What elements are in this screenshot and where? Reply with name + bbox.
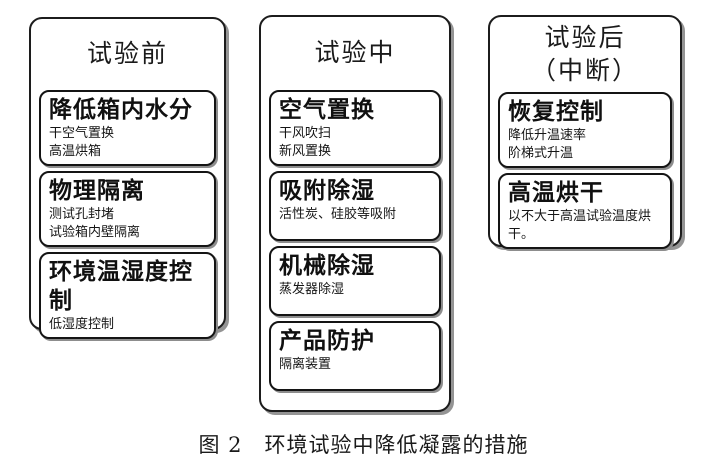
measure-item: 测试孔封堵 <box>49 205 115 221</box>
measure-box-reduce-chamber-moisture: 降低箱内水分 干空气置换 高温烘箱 <box>39 90 216 167</box>
measure-heading: 环境温湿度控制 <box>49 258 193 313</box>
figure-caption: 图 2 环境试验中降低凝露的措施 <box>198 433 529 457</box>
measure-item: 阶梯式升温 <box>508 144 574 160</box>
measure-item: 高温烘箱 <box>49 142 102 158</box>
stage-panel-after-test-interruption: 试验后 （中断） 恢复控制 降低升温速率 阶梯式升温 高温烘干 以不大于高温试验… <box>488 15 682 250</box>
measure-item: 以不大于高温试验温度烘干。 <box>508 207 652 242</box>
measure-item: 活性炭、硅胶等吸附 <box>279 205 397 221</box>
measure-box-high-temp-drying: 高温烘干 以不大于高温试验温度烘干。 <box>498 173 672 250</box>
measure-item: 干空气置换 <box>49 124 115 140</box>
measure-box-product-protection: 产品防护 隔离装置 <box>269 321 441 392</box>
measure-item: 蒸发器除湿 <box>279 280 345 296</box>
stage-title-subtext: （中断） <box>530 55 639 85</box>
stage-title-text: 试验中 <box>314 38 396 68</box>
stage-title-after-test: 试验后 （中断） <box>498 17 672 92</box>
measure-heading: 恢复控制 <box>508 98 604 124</box>
measure-heading: 机械除湿 <box>279 252 375 279</box>
stage-panel-during-test: 试验中 空气置换 干风吹扫 新风置换 吸附除湿 活性炭、硅胶等吸附 机械除湿 蒸… <box>259 15 451 412</box>
measure-item: 试验箱内壁隔离 <box>49 224 141 240</box>
stage-title-before-test: 试验前 <box>39 19 216 90</box>
stage-title-text: 试验后 <box>544 23 626 52</box>
measure-box-ambient-temp-humidity-control: 环境温湿度控制 低湿度控制 <box>39 252 216 339</box>
measure-box-mechanical-dehumidification: 机械除湿 蒸发器除湿 <box>269 246 441 317</box>
measure-item: 新风置换 <box>279 142 332 158</box>
measure-item: 降低升温速率 <box>508 126 587 142</box>
measure-box-air-replacement: 空气置换 干风吹扫 新风置换 <box>269 90 441 167</box>
measure-box-recovery-control: 恢复控制 降低升温速率 阶梯式升温 <box>498 92 672 169</box>
measure-item: 干风吹扫 <box>279 124 332 140</box>
measure-item: 隔离装置 <box>279 355 332 371</box>
measure-heading: 空气置换 <box>279 96 375 122</box>
measure-heading: 降低箱内水分 <box>49 96 193 122</box>
measure-box-adsorption-dehumidification: 吸附除湿 活性炭、硅胶等吸附 <box>269 171 441 242</box>
stage-title-text: 试验前 <box>86 39 168 69</box>
measure-heading: 吸附除湿 <box>279 177 375 204</box>
measure-item: 低湿度控制 <box>49 315 115 331</box>
stage-panel-before-test: 试验前 降低箱内水分 干空气置换 高温烘箱 物理隔离 测试孔封堵 试验箱内壁隔离… <box>29 17 226 339</box>
measure-heading: 高温烘干 <box>508 179 604 206</box>
measure-heading: 物理隔离 <box>49 177 145 204</box>
stage-title-during-test: 试验中 <box>269 17 441 90</box>
measure-heading: 产品防护 <box>279 327 375 354</box>
measure-box-physical-isolation: 物理隔离 测试孔封堵 试验箱内壁隔离 <box>39 171 216 248</box>
